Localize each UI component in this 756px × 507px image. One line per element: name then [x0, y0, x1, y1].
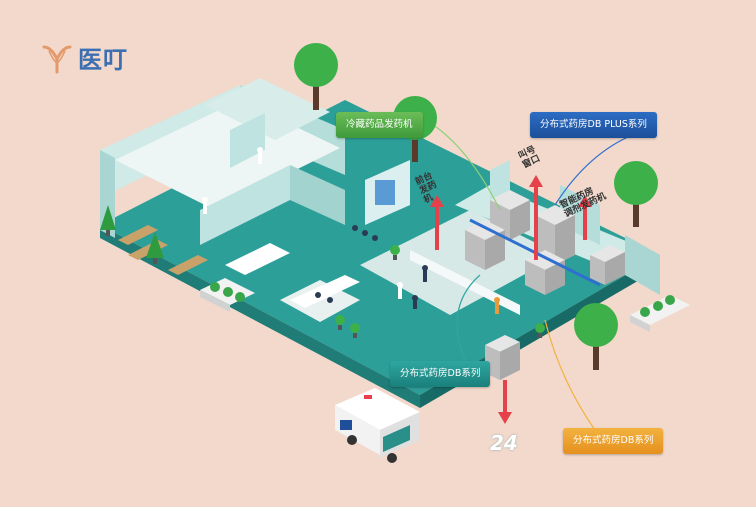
callout-db-plus-series[interactable]: 分布式药房DB PLUS系列 [530, 112, 657, 138]
pharmacy-machines [465, 190, 625, 380]
nurse-desk [290, 275, 360, 308]
wall-inner-1 [200, 165, 290, 245]
pharmacy-desk [225, 243, 290, 275]
ambulance [335, 388, 420, 463]
room-top-floor [205, 78, 330, 140]
planter-left [200, 278, 255, 312]
callout-line-teal [456, 274, 481, 373]
potted-plants [335, 245, 545, 338]
service-24h-sign: 24 [490, 431, 518, 455]
cone-trees [100, 205, 164, 264]
callout-db-series-teal[interactable]: 分布式药房DB系列 [390, 361, 491, 387]
service-counter [410, 250, 520, 315]
red-arrows [430, 175, 592, 424]
people [202, 147, 500, 314]
y-logo-icon [42, 45, 72, 73]
wall-right-end [625, 235, 660, 295]
callout-fridge-dispenser[interactable]: 冷藏药品发药机 [336, 112, 423, 138]
callout-line-orange [544, 319, 596, 431]
callout-line-fridge [431, 123, 501, 211]
wall-inner-2 [290, 165, 345, 225]
brand-logo: 医叮 [40, 40, 128, 75]
wall-inner-3 [230, 113, 265, 168]
callout-db-series-orange[interactable]: 分布式药房DB系列 [563, 428, 664, 454]
door-center [375, 180, 395, 205]
brand-name: 医叮 [78, 46, 128, 74]
planter-right [630, 295, 690, 332]
